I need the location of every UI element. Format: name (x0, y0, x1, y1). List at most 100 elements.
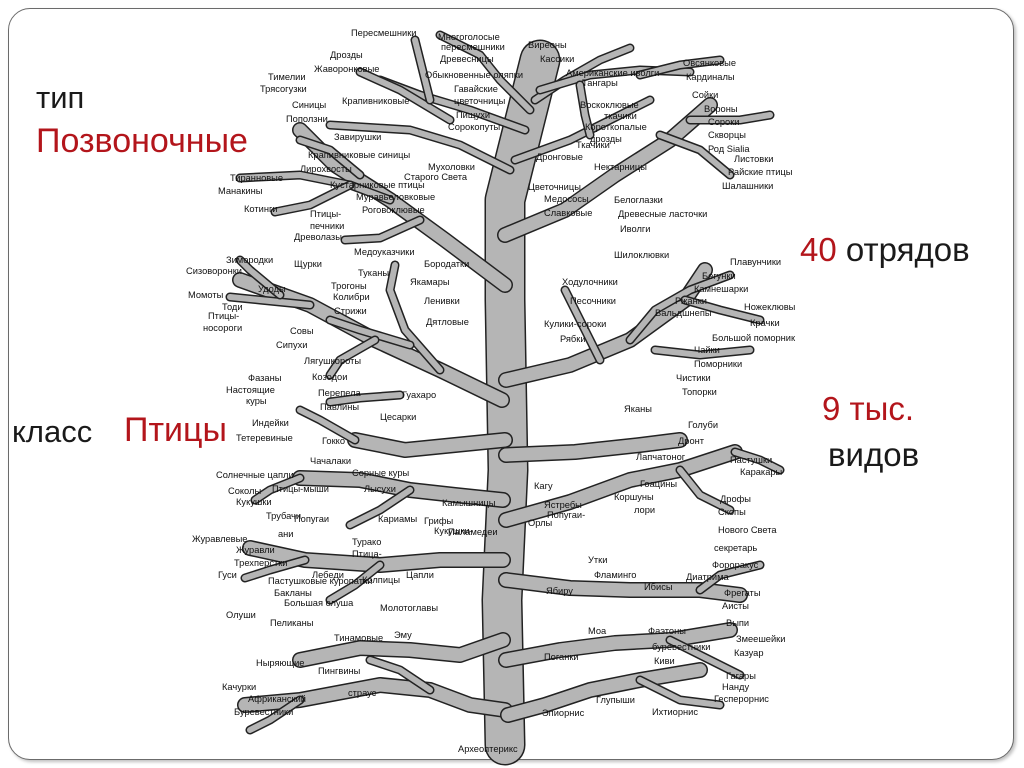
taxon-label: Топорки (682, 387, 717, 397)
taxon-label: Ножеклювы (744, 302, 796, 312)
taxon-label: Гуси (218, 570, 237, 580)
taxon-label: Камышницы (442, 498, 496, 508)
taxon-label: Гокко (322, 436, 345, 446)
taxon-label: Тимелии (268, 72, 306, 82)
taxon-label: Камнешарки (694, 284, 748, 294)
taxon-label: Крапивниковые синицы (308, 150, 410, 160)
taxon-label: Завирушки (334, 132, 381, 142)
taxon-label: Лирохвосты (300, 164, 352, 174)
taxon-label: Манакины (218, 186, 263, 196)
taxon-label: Короткопалые (585, 122, 647, 132)
taxon-label: Котинги (244, 204, 278, 214)
taxon-label: Трубачи (266, 511, 301, 521)
taxon-label: печники (310, 221, 344, 231)
taxon-label: Овсянковые (683, 58, 736, 68)
taxon-label: Соколы (228, 486, 261, 496)
taxon-label: Скворцы (708, 130, 746, 140)
taxon-label: Лапчатоног (636, 452, 686, 462)
taxon-label: Роговоклювые (362, 205, 425, 215)
taxon-label: Пастушковые куропатки (268, 576, 372, 586)
taxon-label: Молотоглавы (380, 603, 438, 613)
taxon-label: Мухоловки (428, 162, 475, 172)
taxon-label: Якамары (410, 277, 450, 287)
taxon-label: Медоуказчики (354, 247, 415, 257)
taxon-label: Цесарки (380, 412, 416, 422)
taxon-label: Славковые (544, 208, 592, 218)
taxon-label: Фрегаты (724, 588, 761, 598)
taxon-label: Ихтиорнис (652, 707, 698, 717)
taxon-label: Аисты (722, 601, 749, 611)
taxon-label: Тетеревиные (236, 433, 293, 443)
taxon-label: Момоты (188, 290, 224, 300)
taxon-label: Обыкновенные оляпки (425, 70, 523, 80)
taxon-label: Кариамы (378, 514, 418, 524)
taxon-label: Пастушки (730, 455, 772, 465)
taxon-label: Трогоны (331, 281, 367, 291)
taxon-label: пересмешники (441, 42, 505, 52)
taxon-label: Колибри (333, 292, 370, 302)
taxon-label: Тинамовые (334, 633, 383, 643)
taxon-label: Бегунки (702, 271, 736, 281)
taxon-label: Олуши (226, 610, 256, 620)
taxon-label: Колпицы (362, 575, 400, 585)
taxon-label: Лебеди (312, 570, 344, 580)
taxon-label: Листовки (734, 154, 773, 164)
taxon-label: Каракары (740, 467, 783, 477)
taxon-label: Казуар (734, 648, 764, 658)
taxon-label: Гагары (726, 671, 756, 681)
taxon-label: лори (634, 505, 655, 515)
taxon-label: Род Sialia (708, 144, 750, 154)
taxon-label: Песочники (570, 296, 616, 306)
taxon-label: Ржанки (675, 296, 707, 306)
taxon-label: Ябиру (546, 586, 573, 596)
taxon-label: Моа (588, 626, 607, 636)
taxon-label: Тангары (582, 78, 618, 88)
taxon-label: Козодои (312, 372, 347, 382)
taxon-label: Утки (588, 555, 607, 565)
taxon-label: Сойки (692, 90, 718, 100)
class-label: класс (12, 414, 93, 449)
taxon-label: Кукушки (236, 497, 272, 507)
taxon-label: цветочницы (454, 96, 506, 106)
class-name: Птицы (124, 411, 227, 449)
tree-branches (225, 30, 785, 766)
taxon-label: Ходулочники (562, 277, 618, 287)
taxon-label: Нового Света (718, 525, 777, 535)
taxon-label: Крачки (750, 318, 780, 328)
taxon-label: Попугаи (294, 514, 329, 524)
taxon-label: Ястребы (544, 500, 582, 510)
taxon-label: Змеешейки (736, 634, 785, 644)
taxon-label: Крапивниковые (342, 96, 409, 106)
taxon-label: Кагу (534, 481, 553, 491)
taxon-label: Трехперстки (234, 558, 287, 568)
taxon-label: Щурки (294, 259, 322, 269)
taxon-label: Виреоны (528, 40, 567, 50)
taxon-label: Перепела (318, 388, 362, 398)
taxon-label: Большая олуша (284, 598, 354, 608)
taxon-label: Сорные куры (352, 468, 410, 478)
taxon-label: Тоди (222, 302, 243, 312)
taxon-label: Кукушки- (434, 526, 473, 536)
taxon-label: Лысухи (364, 484, 396, 494)
taxon-label: Ленивки (424, 296, 460, 306)
taxon-label: Настоящие (226, 385, 275, 395)
taxon-label: ани (278, 529, 294, 539)
taxon-label: Выпи (726, 618, 749, 628)
type-label: тип (36, 80, 85, 115)
taxon-label: Стрижи (334, 306, 367, 316)
taxon-label: Дронговые (536, 152, 583, 162)
taxon-label: дрозды (590, 134, 622, 144)
taxon-label: Пингвины (318, 666, 361, 676)
taxon-label: Шилоклювки (614, 250, 669, 260)
taxon-label: Дрофы (720, 494, 751, 504)
taxon-label: Нектарницы (594, 162, 647, 172)
taxon-label: Чистики (676, 373, 711, 383)
species-word: видов (828, 436, 920, 473)
taxon-label: Рябки (560, 334, 586, 344)
taxon-label: Журавли (236, 545, 275, 555)
taxon-label: Цветочницы (528, 182, 581, 192)
taxon-label: Голуби (688, 420, 718, 430)
taxon-label: Плавунчики (730, 257, 781, 267)
taxon-label: Турако (352, 537, 381, 547)
